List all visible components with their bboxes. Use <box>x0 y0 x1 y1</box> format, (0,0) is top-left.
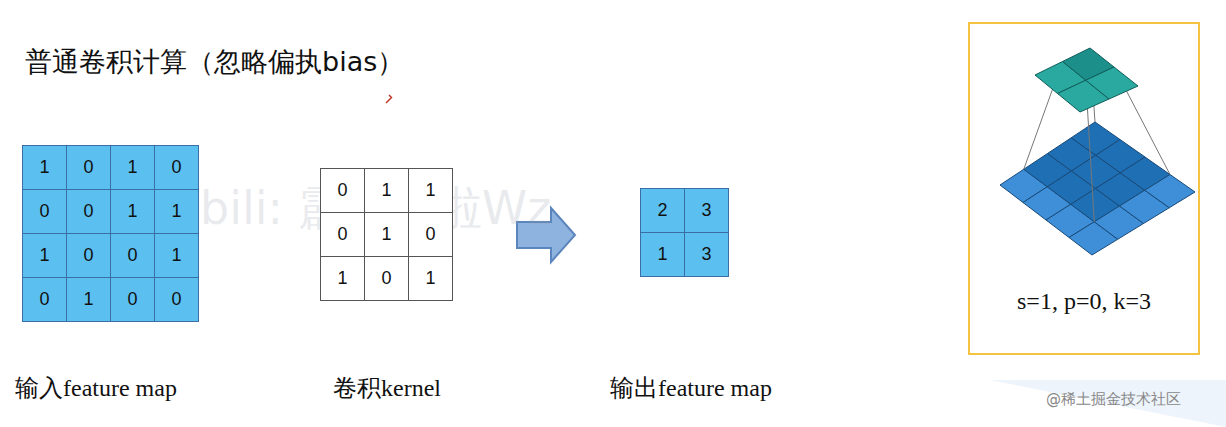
caption: 卷积kernel <box>333 372 441 404</box>
corner-shade <box>990 380 1226 427</box>
caption: 输出feature map <box>610 372 772 404</box>
kernel-cell: 0 <box>408 212 453 257</box>
input-cell: 1 <box>66 277 111 322</box>
input-cell: 0 <box>66 233 111 278</box>
parameter-panel: s=1, p=0, k=3 <box>968 22 1200 355</box>
output-cell: 2 <box>640 188 685 233</box>
kernel-cell: 0 <box>364 256 409 301</box>
kernel-cell: 1 <box>408 168 453 213</box>
input-cell: 0 <box>110 233 155 278</box>
conv-stroke <box>1145 175 1195 208</box>
input-cell: 1 <box>154 189 199 234</box>
input-cell: 1 <box>110 189 155 234</box>
title: 普通卷积计算（忽略偏执bias） <box>25 44 404 80</box>
input-cell: 0 <box>66 145 111 190</box>
input-cell: 0 <box>22 189 67 234</box>
input-cell: 0 <box>66 189 111 234</box>
credit: @稀土掘金技术社区 <box>1046 390 1181 409</box>
output-cell: 1 <box>640 232 685 277</box>
output-cell: 3 <box>684 232 729 277</box>
input-cell: 1 <box>154 233 199 278</box>
input-cell: 1 <box>22 145 67 190</box>
input-cell: 0 <box>154 277 199 322</box>
output-cell: 3 <box>684 188 729 233</box>
input-cell: 1 <box>22 233 67 278</box>
input-cell: 0 <box>22 277 67 322</box>
caption: 输入feature map <box>15 372 177 404</box>
conv-illustration <box>1000 48 1195 255</box>
kernel-cell: 1 <box>320 256 365 301</box>
kernel-cell: 0 <box>320 168 365 213</box>
kernel-cell: 1 <box>364 168 409 213</box>
conv-stroke <box>1086 67 1138 99</box>
kernel-cell: 0 <box>320 212 365 257</box>
input-cell: 0 <box>154 145 199 190</box>
parameter-text: s=1, p=0, k=3 <box>1017 288 1151 315</box>
input-cell: 1 <box>110 145 155 190</box>
kernel-cell: 1 <box>364 212 409 257</box>
kernel-cell: 1 <box>408 256 453 301</box>
pen-cursor <box>386 95 392 103</box>
input-cell: 0 <box>110 277 155 322</box>
